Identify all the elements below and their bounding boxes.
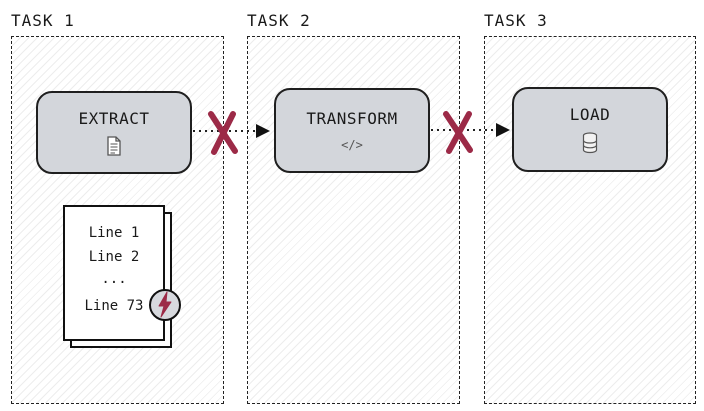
task-3-title: TASK 3 xyxy=(484,11,548,30)
document-line: Line 2 xyxy=(88,249,140,265)
lightning-bolt-icon xyxy=(149,289,181,321)
document-line: Line 73 xyxy=(84,298,144,314)
transform-to-load-arrow xyxy=(431,111,510,154)
document-front-page: Line 1 Line 2 ... Line 73 xyxy=(63,205,165,341)
extract-node: EXTRACT xyxy=(36,91,192,174)
code-icon: </> xyxy=(341,138,363,152)
load-node: LOAD xyxy=(512,87,668,172)
failure-x-mark xyxy=(443,111,473,154)
document-icon xyxy=(106,136,122,156)
task-2-title: TASK 2 xyxy=(247,11,311,30)
failure-x-mark xyxy=(208,111,238,155)
task-1-title: TASK 1 xyxy=(11,11,75,30)
database-icon xyxy=(582,132,598,154)
document-line: ... xyxy=(101,271,127,287)
document-line: Line 1 xyxy=(88,225,140,241)
transform-label: TRANSFORM xyxy=(306,109,398,128)
extract-to-transform-arrow xyxy=(193,111,270,155)
transform-node: TRANSFORM </> xyxy=(274,88,430,173)
extract-label: EXTRACT xyxy=(78,109,150,128)
load-label: LOAD xyxy=(569,105,611,124)
